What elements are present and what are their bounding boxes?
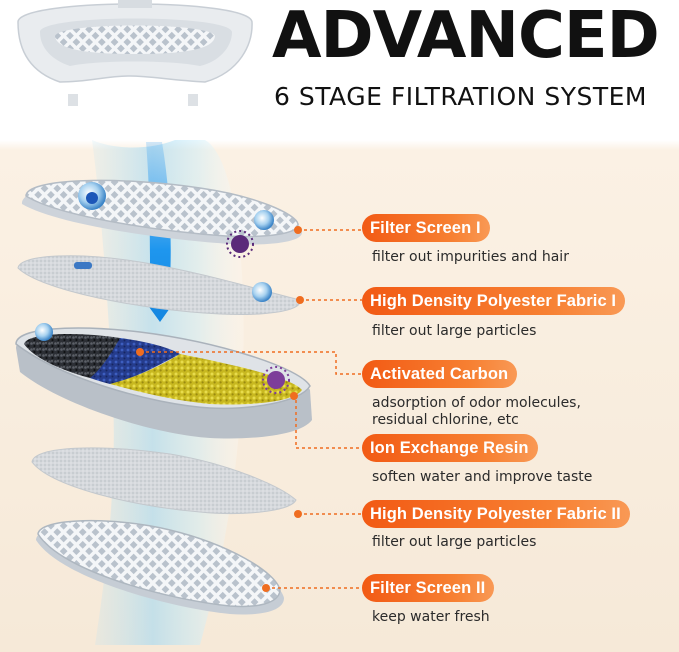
fabric-2-layer	[31, 447, 297, 514]
stage-label-fabric-2: High Density Polyester Fabric II	[362, 500, 630, 528]
carbon-resin-tray	[15, 327, 312, 439]
leader-dots	[136, 226, 304, 592]
filter-screen-2-layer	[36, 519, 284, 615]
stage-label-activated-carbon: Activated Carbon	[362, 360, 518, 388]
stage-description-fabric-1: filter out large particles	[372, 323, 537, 339]
stage-label-fabric-1: High Density Polyester Fabric I	[362, 287, 626, 315]
stage-description-filter-screen-1: filter out impurities and hair	[372, 249, 569, 265]
stage-description-activated-carbon-line-1: adsorption of odor molecules,	[372, 395, 581, 411]
page-title: ADVANCED	[272, 0, 660, 73]
stage-description-ion-exchange-resin: soften water and improve taste	[372, 469, 593, 485]
bacteria-icon	[226, 230, 290, 394]
filter-cover-icon	[17, 0, 253, 106]
stage-label-filter-screen-1: Filter Screen I	[362, 214, 490, 242]
stage-description-fabric-2: filter out large particles	[372, 534, 537, 550]
stage-label-ion-exchange-resin: Ion Exchange Resin	[362, 434, 538, 462]
stage-description-filter-screen-2: keep water fresh	[372, 609, 490, 625]
water-particle-icon	[35, 182, 274, 341]
stage-description-activated-carbon-line-2: residual chlorine, etc	[372, 412, 519, 428]
page-subtitle: 6 STAGE FILTRATION SYSTEM	[274, 82, 647, 111]
stage-label-filter-screen-2: Filter Screen II	[362, 574, 495, 602]
